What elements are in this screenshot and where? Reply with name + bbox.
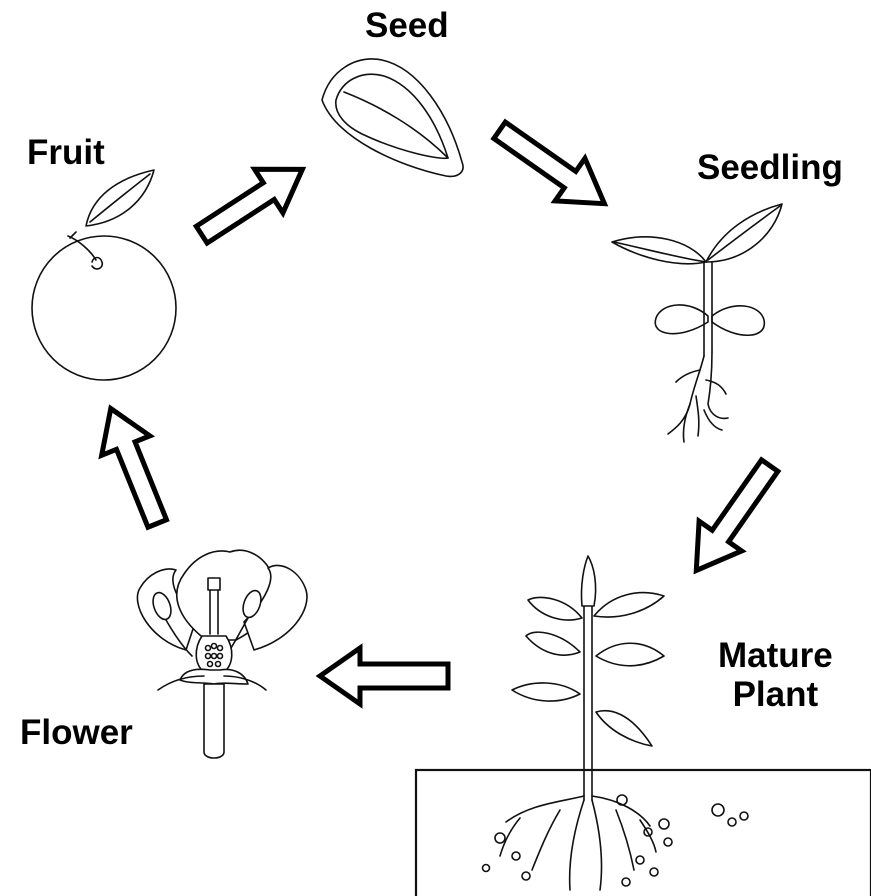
label-seedling: Seedling xyxy=(697,148,843,187)
mature-plant-illustration xyxy=(416,556,871,896)
arrow-fruit-to-seed xyxy=(188,148,317,257)
arrow-seedling-to-mature-plant xyxy=(675,451,791,586)
label-mature-plant: Mature Plant xyxy=(718,636,833,714)
seed-illustration xyxy=(322,59,463,176)
arrow-mature-plant-to-flower xyxy=(320,648,448,704)
label-mature-plant-line2: Plant xyxy=(718,675,833,714)
label-mature-plant-line1: Mature xyxy=(718,636,833,675)
arrow-flower-to-fruit xyxy=(87,399,182,533)
arrow-seed-to-seedling xyxy=(485,109,620,225)
label-fruit: Fruit xyxy=(27,133,105,172)
label-flower: Flower xyxy=(20,713,133,752)
fruit-illustration xyxy=(32,170,176,380)
label-seed: Seed xyxy=(365,6,449,45)
flower-illustration xyxy=(137,550,307,758)
seedling-illustration xyxy=(612,204,782,442)
